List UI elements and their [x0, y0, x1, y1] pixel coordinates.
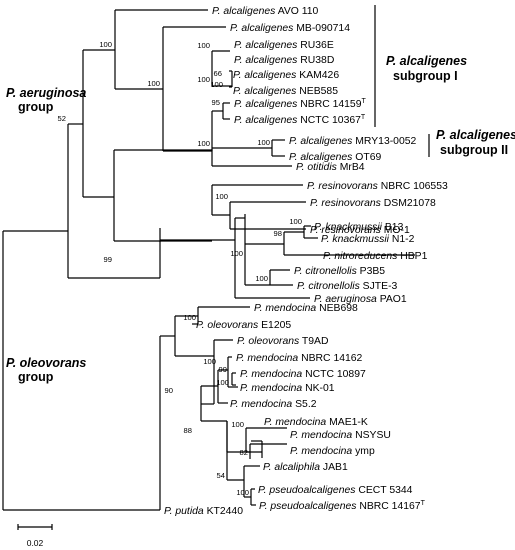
leaf-label: P. nitroreducens HBP1	[323, 251, 428, 262]
leaf-label: P. mendocina NBRC 14162	[236, 353, 363, 364]
leaf-label: P. mendocina NCTC 10897	[240, 369, 366, 380]
bootstrap-value: 100	[210, 80, 223, 89]
leaf-label: P. mendocina ymp	[290, 446, 375, 457]
leaf-label: P. knackmussii N1-2	[321, 234, 415, 245]
leaf-label: P. alcaligenes MRY13-0052	[289, 136, 417, 147]
leaf-labels: P. alcaligenes AVO 110 P. alcaligenes MB…	[164, 6, 448, 517]
bootstrap-value: 100	[183, 313, 196, 322]
leaf-label: P. pseudoalcaligenes NBRC 14167T	[259, 500, 426, 512]
bootstrap-value: 100	[215, 192, 228, 201]
leaf-label: P. alcaligenes RU36E	[234, 40, 334, 51]
bootstrap-values: 100 100 100 66 95 100 100 52 100 100 100…	[58, 40, 302, 497]
bootstrap-value: 100	[289, 217, 302, 226]
leaf-label: P. mendocina NEB698	[254, 303, 358, 314]
leaf-label: P. citronellolis P3B5	[294, 266, 385, 277]
bootstrap-value: 100	[197, 75, 210, 84]
bootstrap-value: 99	[104, 255, 112, 264]
scale-bar: 0.02	[17, 524, 53, 548]
leaf-label: P. mendocina MAE1-K	[264, 417, 368, 428]
leaf-label: P. oleovorans E1205	[196, 320, 291, 331]
bootstrap-value: 54	[217, 471, 225, 480]
bootstrap-value: 100	[230, 249, 243, 258]
aeruginosa-group-name: P. aeruginosa	[6, 86, 86, 100]
leaf-label: P. resinovorans NBRC 106553	[307, 181, 448, 192]
leaf-label: P. alcaligenes AVO 110	[212, 6, 319, 17]
bootstrap-value: 100	[231, 420, 244, 429]
leaf-label: P. putida KT2440	[164, 506, 243, 517]
leaf-label: P. pseudoalcaligenes CECT 5344	[258, 485, 413, 496]
leaf-label: P. alcaligenes RU38D	[234, 55, 334, 66]
leaf-label: P. alcaligenes NEB585	[233, 86, 338, 97]
bootstrap-value: 100	[257, 138, 270, 147]
bootstrap-value: 100	[203, 357, 216, 366]
oleovorans-group-word: group	[18, 370, 54, 384]
bootstrap-value: 100	[99, 40, 112, 49]
bootstrap-value: 88	[184, 426, 192, 435]
bootstrap-value: 98	[274, 229, 282, 238]
leaf-label: P. alcaligenes NCTC 10367T	[234, 114, 366, 126]
leaf-label: P. alcaligenes KAM426	[233, 70, 339, 81]
tree-branches	[2, 9, 415, 511]
leaf-label: P. citronellolis SJTE-3	[297, 281, 398, 292]
leaf-label: P. mendocina NSYSU	[290, 430, 391, 441]
bootstrap-value: 90	[165, 386, 173, 395]
bootstrap-value: 100	[236, 488, 249, 497]
leaf-label: P. alcaligenes OT69	[289, 152, 381, 163]
scale-bar-label: 0.02	[27, 538, 44, 548]
aeruginosa-group-word: group	[18, 100, 54, 114]
bootstrap-value: 82	[240, 448, 248, 457]
bootstrap-value: 100	[216, 378, 229, 387]
bootstrap-value: 66	[214, 69, 222, 78]
subgroup-one-label: subgroup I	[393, 69, 458, 83]
bootstrap-value: 100	[147, 79, 160, 88]
leaf-label: P. alcaligenes MB-090714	[230, 23, 350, 34]
leaf-label: P. otitidis MrB4	[296, 162, 365, 173]
leaf-label: P. mendocina NK-01	[240, 383, 335, 394]
bootstrap-value: 100	[197, 41, 210, 50]
group-labels: P. aeruginosa group P. oleovorans group	[6, 86, 86, 384]
bootstrap-value: 52	[58, 114, 66, 123]
leaf-label: P. alcaliphila JAB1	[263, 462, 348, 473]
leaf-label: P. aeruginosa PAO1	[314, 294, 407, 305]
leaf-label: P. alcaligenes NBRC 14159T	[234, 98, 367, 110]
subgroup-one-name: P. alcaligenes	[386, 54, 467, 68]
subgroup-two-label: subgroup II	[440, 143, 508, 157]
bootstrap-value: 95	[212, 98, 220, 107]
subgroup-annotations: P. alcaligenes subgroup I P. alcaligenes…	[374, 5, 515, 157]
bootstrap-value: 100	[255, 274, 268, 283]
bootstrap-value: 99	[219, 365, 227, 374]
leaf-label: P. oleovorans T9AD	[237, 336, 328, 347]
leaf-label: P. resinovorans MO-1	[310, 225, 410, 236]
leaf-label: P. knackmussii B13	[314, 222, 404, 233]
leaf-label: P. mendocina S5.2	[230, 399, 317, 410]
oleovorans-group-name: P. oleovorans	[6, 356, 86, 370]
leaf-label: P. resinovorans DSM21078	[310, 198, 436, 209]
subgroup-two-name: P. alcaligenes	[436, 128, 515, 142]
bootstrap-value: 100	[197, 139, 210, 148]
